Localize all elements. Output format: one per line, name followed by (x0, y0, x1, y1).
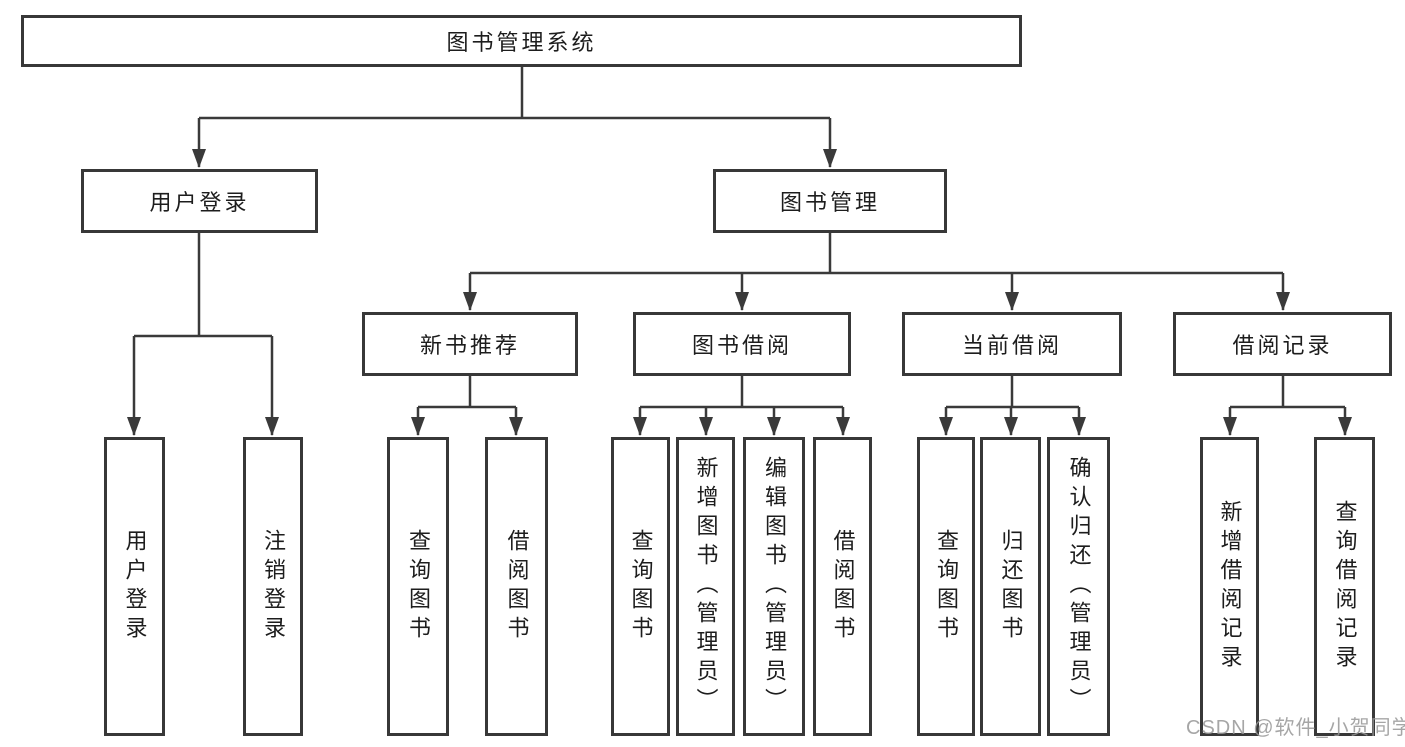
connector-book-management-split (463, 233, 1290, 311)
leaf-logout: 注销登录 (243, 437, 303, 736)
leaf-query-books-2: 查询图书 (611, 437, 670, 736)
node-label: 用户登录 (149, 190, 250, 215)
node-label: 新书推荐 (419, 333, 520, 358)
node-label: 归还图书 (998, 528, 1024, 645)
node-label: 当前借阅 (961, 333, 1062, 358)
csdn-watermark: CSDN @软件_小贺同学 (1186, 717, 1405, 739)
node-user-login: 用户登录 (81, 169, 318, 233)
node-label: 查询图书 (934, 528, 959, 645)
node-label: 编辑图书（管理员） (762, 456, 787, 717)
leaf-add-borrow-record: 新增借阅记录 (1200, 437, 1259, 736)
node-borrow-records: 借阅记录 (1173, 312, 1392, 376)
node-label: 确认归还（管理员） (1066, 456, 1092, 717)
leaf-confirm-return-admin: 确认归还（管理员） (1047, 437, 1110, 736)
node-book-management: 图书管理 (713, 169, 947, 233)
node-label: 注销登录 (261, 528, 286, 645)
leaf-borrow-books-2: 借阅图书 (813, 437, 872, 736)
connector-user-login-split (127, 233, 279, 436)
connector-book-borrow-split (633, 376, 850, 436)
node-current-borrow: 当前借阅 (902, 312, 1122, 376)
node-new-book-recommend: 新书推荐 (362, 312, 578, 376)
connector-root-split (192, 67, 837, 168)
connector-line (946, 376, 1079, 409)
node-label: 查询借阅记录 (1332, 499, 1358, 674)
leaf-add-book-admin: 新增图书（管理员） (676, 437, 735, 736)
leaf-user-login: 用户登录 (104, 437, 165, 736)
connector-new-book-split (411, 376, 523, 436)
connector-line (640, 376, 843, 409)
node-book-borrow: 图书借阅 (633, 312, 851, 376)
leaf-query-borrow-record: 查询借阅记录 (1314, 437, 1375, 736)
node-label: 新增图书（管理员） (693, 456, 719, 717)
node-label: 图书借阅 (691, 333, 792, 358)
node-library-management-system: 图书管理系统 (21, 15, 1022, 67)
node-label: 查询图书 (406, 528, 431, 645)
connector-line (134, 233, 272, 338)
leaf-borrow-books-1: 借阅图书 (485, 437, 548, 736)
node-label: 借阅图书 (830, 528, 856, 645)
connector-current-borrow-split (939, 376, 1086, 436)
leaf-return-book: 归还图书 (980, 437, 1041, 736)
connector-line (418, 376, 516, 409)
node-label: 图书管理 (779, 190, 880, 215)
node-label: 查询图书 (628, 528, 654, 645)
node-label: 图书管理系统 (446, 30, 597, 55)
connector-borrow-records-split (1223, 376, 1352, 436)
connector-line (470, 233, 1283, 275)
connector-line (1230, 376, 1345, 409)
node-label: 借阅记录 (1232, 333, 1333, 358)
connector-line (199, 67, 830, 120)
leaf-query-books-1: 查询图书 (387, 437, 449, 736)
node-label: 借阅图书 (504, 528, 530, 645)
node-label: 用户登录 (122, 528, 148, 645)
leaf-query-books-3: 查询图书 (917, 437, 975, 736)
node-label: 新增借阅记录 (1217, 499, 1243, 674)
leaf-edit-book-admin: 编辑图书（管理员） (743, 437, 805, 736)
